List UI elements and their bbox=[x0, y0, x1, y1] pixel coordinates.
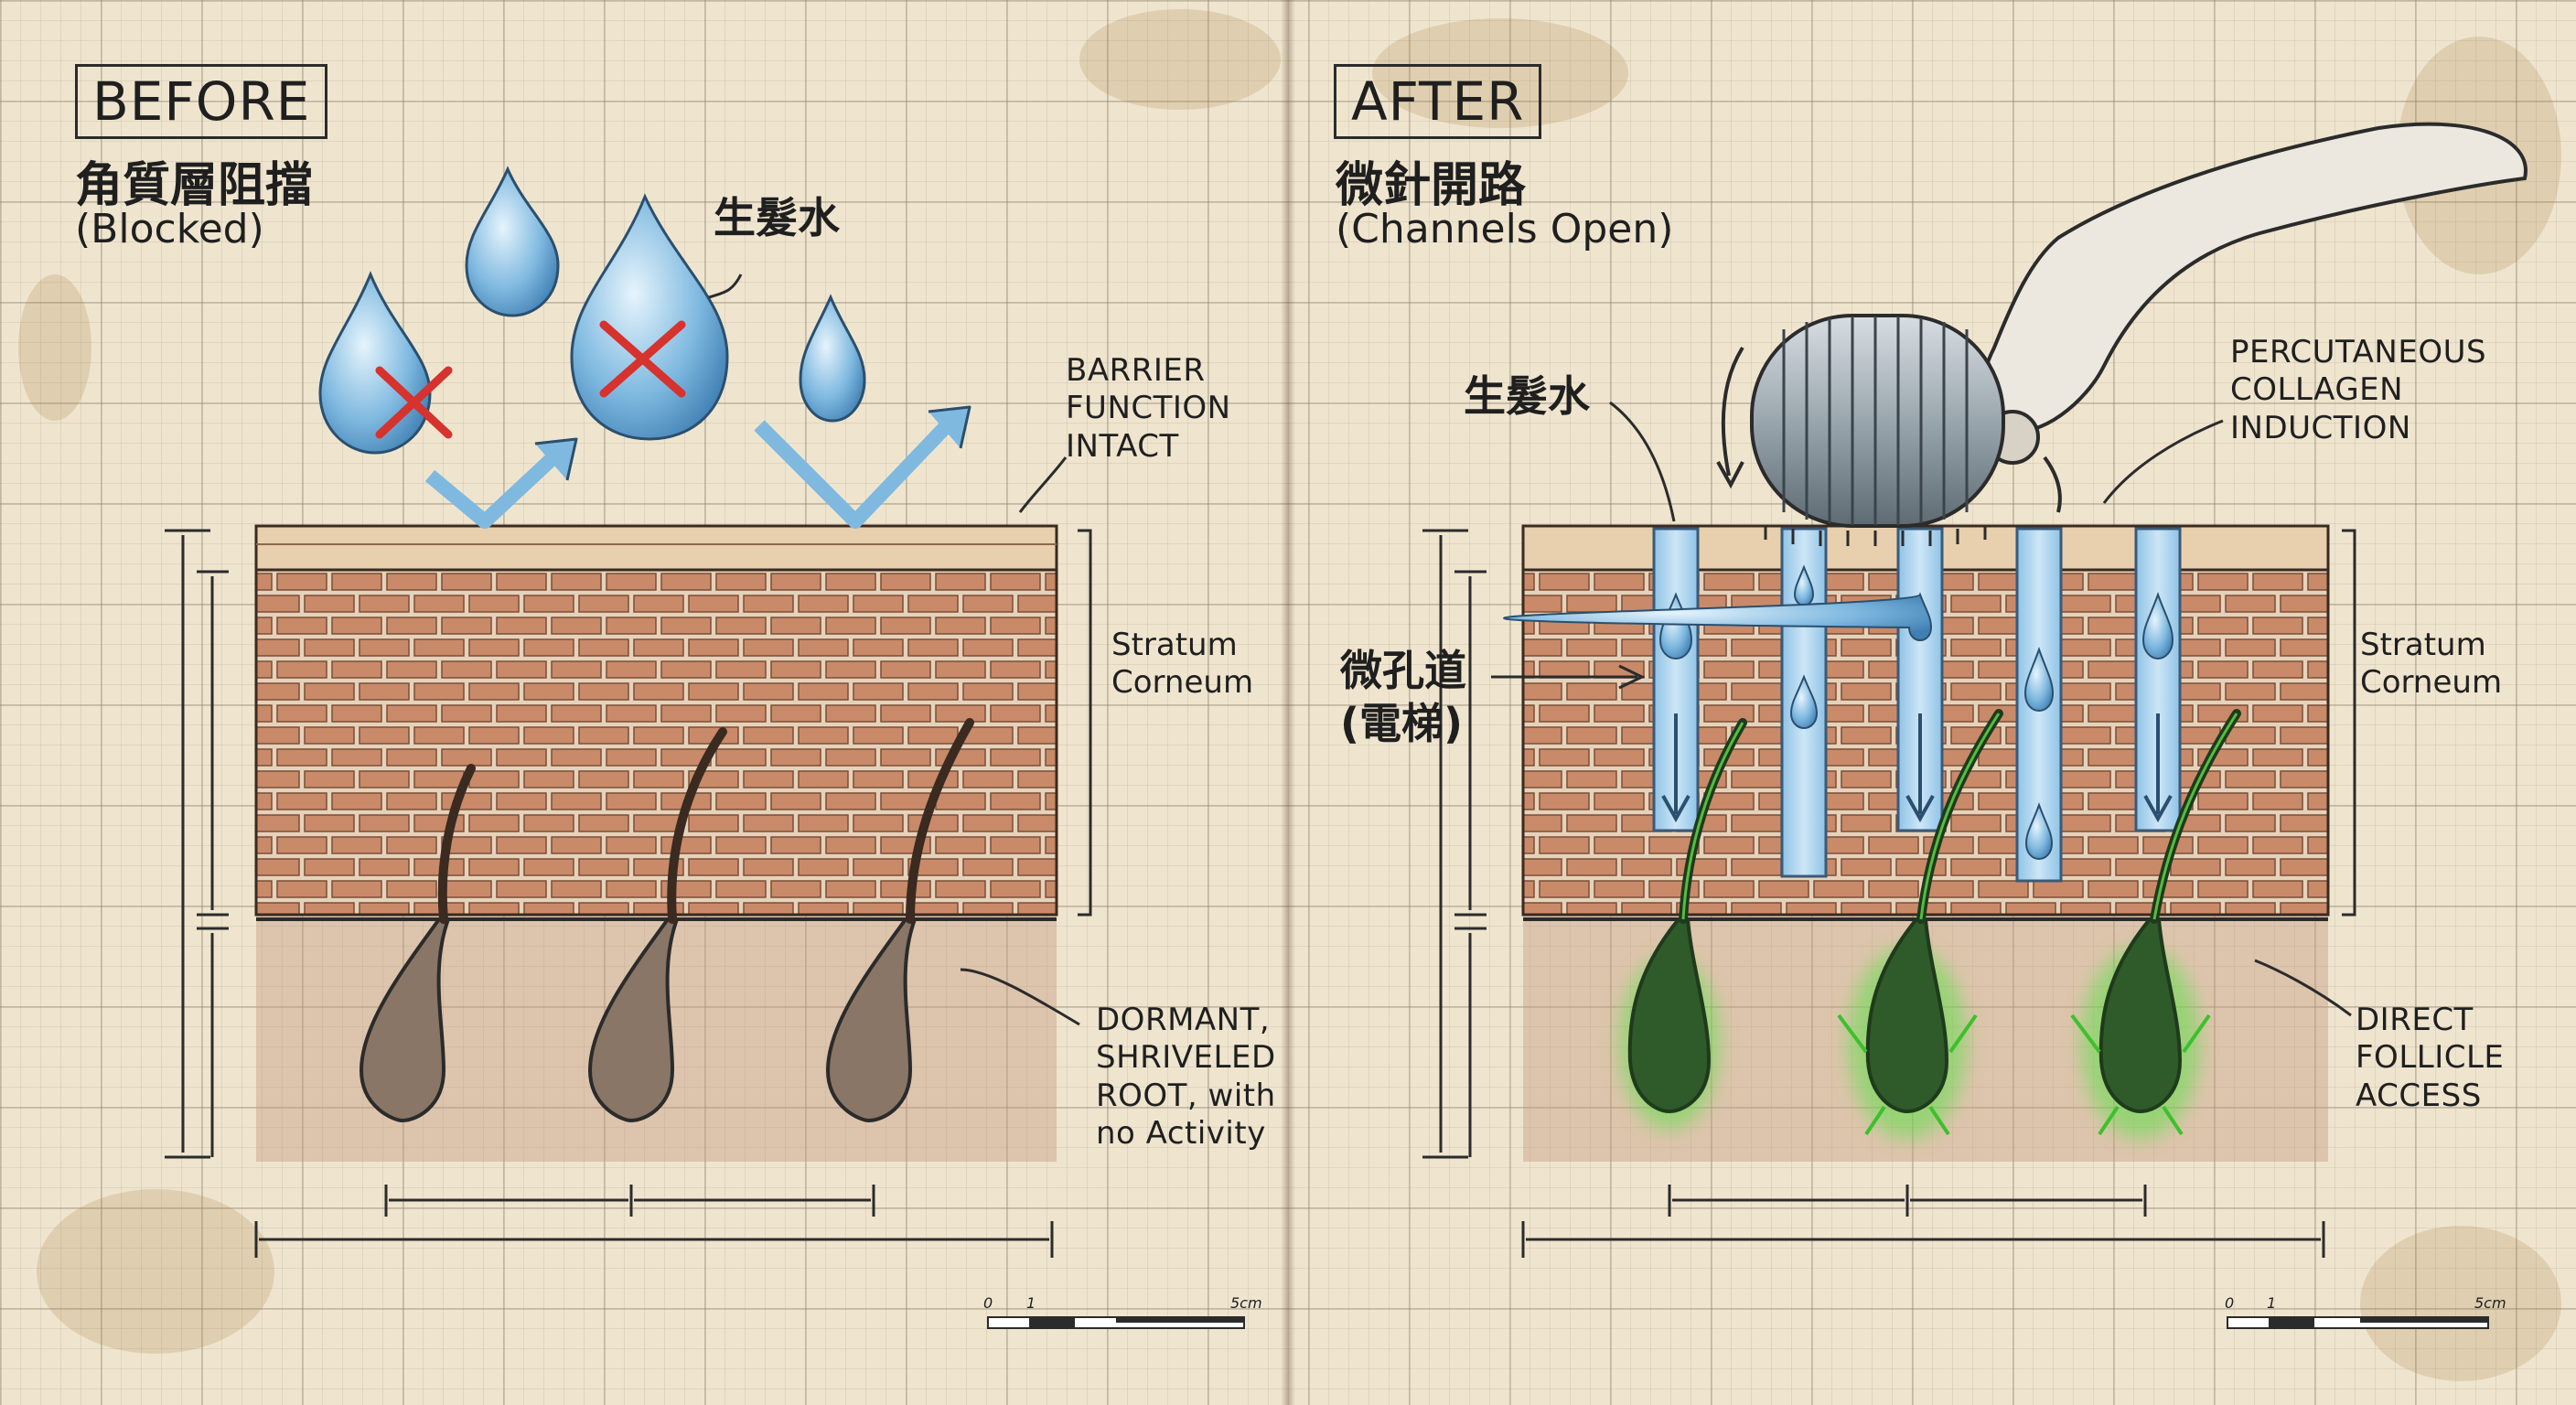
channel-label: 微孔道 (電梯) bbox=[1340, 646, 1466, 748]
before-drop-1 bbox=[318, 271, 432, 455]
root-label: DORMANT, SHRIVELED ROOT, with no Activit… bbox=[1096, 1002, 1276, 1153]
stain-top-left bbox=[18, 274, 91, 421]
before-scale-tick: 1 bbox=[1026, 1294, 1036, 1312]
stain-bottom-right bbox=[2360, 1226, 2561, 1381]
before-tag: BEFORE bbox=[75, 64, 328, 139]
before-scale-end: 5cm bbox=[1230, 1294, 1262, 1312]
access-label: DIRECT FOLLICLE ACCESS bbox=[2356, 1002, 2505, 1114]
drop-label-leader bbox=[708, 273, 743, 299]
after-title-zh: 微針開路 bbox=[1336, 158, 1527, 213]
before-drop-label: 生髮水 bbox=[714, 193, 840, 242]
after-vertical-dims bbox=[1422, 529, 1487, 1159]
after-layer-label: Stratum Corneum bbox=[2360, 627, 2503, 702]
before-top-layer bbox=[254, 524, 1058, 572]
bounce-arrow-2 bbox=[754, 405, 971, 529]
before-layer-label: Stratum Corneum bbox=[1111, 627, 1254, 702]
after-scale-start: 0 bbox=[2225, 1294, 2235, 1312]
stain-top-middle bbox=[1079, 9, 1281, 110]
root-label-leader bbox=[960, 968, 1080, 1026]
before-brick-wall bbox=[254, 565, 1058, 917]
before-drop-4 bbox=[799, 294, 866, 423]
before-subtitle: (Blocked) bbox=[75, 206, 264, 252]
after-scale-bar bbox=[2227, 1316, 2489, 1329]
after-scale-tick: 1 bbox=[2267, 1294, 2277, 1312]
derma-roller bbox=[1750, 122, 2528, 546]
before-panel bbox=[165, 166, 1245, 1329]
blocked-x-icon-2 bbox=[599, 320, 686, 398]
stain-bottom-left bbox=[37, 1189, 274, 1354]
barrier-label-leader bbox=[1018, 456, 1068, 513]
before-title-zh: 角質層阻擋 bbox=[75, 158, 314, 213]
after-follicle-3 bbox=[2070, 709, 2241, 1139]
after-drop-label: 生髮水 bbox=[1464, 371, 1590, 421]
stain-right-top bbox=[1372, 18, 1628, 128]
roller-label-leader bbox=[2102, 419, 2224, 504]
after-subtitle: (Channels Open) bbox=[1336, 206, 1674, 252]
before-follicle-1 bbox=[359, 764, 476, 1123]
after-scale-end: 5cm bbox=[2474, 1294, 2506, 1312]
bounce-arrow-1 bbox=[424, 437, 578, 529]
after-tag: AFTER bbox=[1334, 64, 1542, 139]
after-follicle-1 bbox=[1619, 718, 1747, 1130]
barrier-label: BARRIER FUNCTION INTACT bbox=[1066, 352, 1231, 465]
roller-label: PERCUTANEOUS COLLAGEN INDUCTION bbox=[2230, 334, 2487, 446]
after-horizontal-dims bbox=[1521, 1185, 2325, 1258]
before-layer-bracket bbox=[1078, 529, 1092, 917]
before-scale-start: 0 bbox=[983, 1294, 993, 1312]
before-scale-bar bbox=[987, 1316, 1245, 1329]
roller-motion-arrow-right bbox=[2043, 456, 2062, 513]
channel-drops bbox=[1503, 564, 2174, 861]
roller-motion-arrow-left bbox=[1721, 346, 1744, 477]
access-label-leader bbox=[2254, 959, 2352, 1017]
before-follicle-2 bbox=[587, 727, 727, 1123]
channel-flow-arrows bbox=[1661, 713, 2173, 823]
before-drop-3 bbox=[570, 193, 729, 441]
before-vertical-dims bbox=[165, 529, 229, 1159]
after-follicle-2 bbox=[1837, 709, 2003, 1139]
notebook-spine bbox=[1281, 0, 1295, 1405]
before-follicle-3 bbox=[825, 718, 974, 1123]
before-horizontal-dims bbox=[254, 1185, 1054, 1258]
blocked-x-icon-1 bbox=[375, 366, 453, 439]
after-panel bbox=[1422, 122, 2528, 1329]
after-layer-bracket bbox=[2342, 529, 2356, 917]
before-drop-2 bbox=[465, 166, 560, 317]
after-drop-label-leader bbox=[1609, 401, 1676, 522]
roller-drum bbox=[1750, 314, 2005, 528]
